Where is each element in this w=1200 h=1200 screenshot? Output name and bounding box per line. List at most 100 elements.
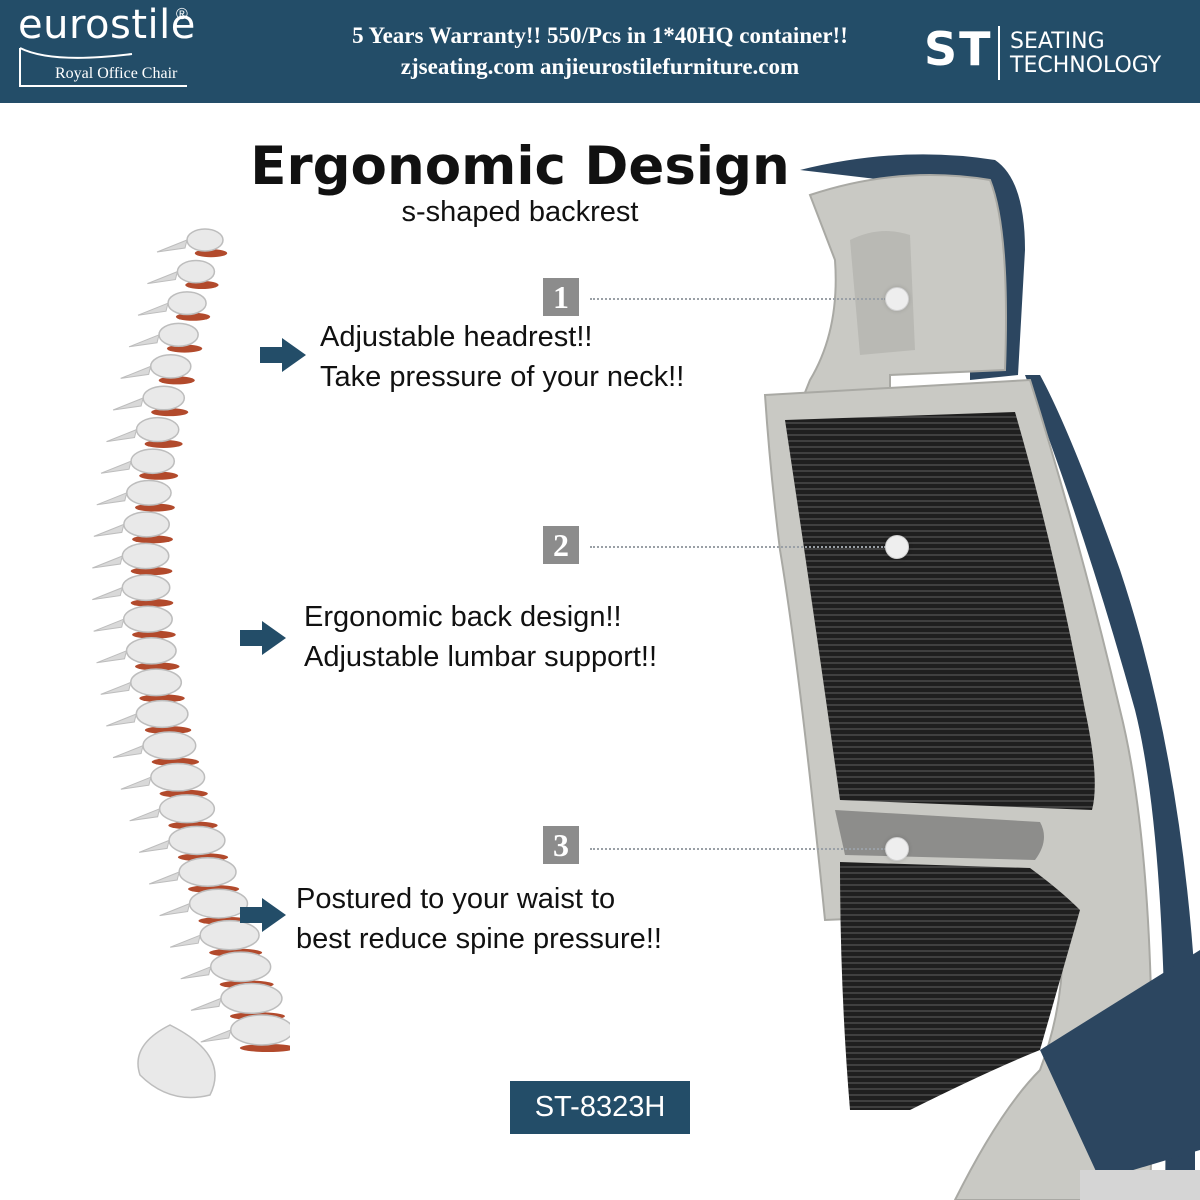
model-badge: ST-8323H [510, 1081, 690, 1134]
spine-process [149, 871, 180, 885]
spine-process [106, 428, 138, 443]
feature-2: Ergonomic back design!! Adjustable lumba… [304, 597, 657, 677]
spine-process [100, 460, 132, 474]
spine-vertebra [158, 794, 216, 824]
page-subtitle: s-shaped backrest [401, 196, 639, 228]
feature-3: Postured to your waist to best reduce sp… [296, 879, 662, 959]
spine-process [200, 1029, 232, 1043]
header-bar: eurostile ® Royal Office Chair 5 Years W… [0, 0, 1200, 103]
spine-illustration [92, 228, 290, 1099]
st-line-1: SEATING [1010, 29, 1105, 54]
feature-2-line-1: Ergonomic back design!! [304, 601, 622, 633]
st-line-2: TECHNOLOGY [1010, 53, 1162, 78]
feature-1-line-1: Adjustable headrest!! [320, 321, 593, 353]
spine-process [137, 302, 169, 316]
spine-vertebra [142, 731, 197, 760]
spine-process [138, 839, 170, 853]
spine-disc [135, 662, 180, 671]
spine-vertebra [176, 259, 216, 284]
feature-3-line-1: Postured to your waist to [296, 883, 616, 915]
spine-vertebra [122, 605, 173, 633]
spine-vertebra [168, 825, 226, 856]
spine-process [190, 997, 222, 1011]
st-divider [998, 26, 1000, 80]
spine-sacrum [137, 1024, 216, 1099]
feature-3-line-2: best reduce spine pressure!! [296, 923, 662, 955]
headrest-bracket [850, 231, 915, 355]
spine-vertebra [123, 511, 170, 538]
spine-disc [130, 598, 174, 607]
spine-process [106, 713, 138, 727]
brand-subtitle: Royal Office Chair [55, 65, 178, 82]
marker-number-1: 1 [543, 278, 579, 316]
marker-dot-icon [885, 287, 909, 311]
spine-process [112, 397, 144, 411]
spine-vertebra [121, 574, 171, 602]
spine-vertebra [142, 385, 186, 411]
spine-process [100, 681, 132, 695]
chair-base [1080, 1170, 1200, 1200]
spine-vertebra [209, 951, 272, 983]
feature-2-line-2: Adjustable lumbar support!! [304, 641, 658, 673]
spine-process [147, 270, 179, 285]
marker-dot-icon [885, 837, 909, 861]
spine-process [92, 555, 124, 569]
spine-process [96, 649, 128, 664]
spine-disc [144, 726, 192, 735]
marker-dot-icon [885, 535, 909, 559]
spine-disc [132, 630, 176, 639]
spine-process [128, 333, 160, 348]
registered-mark: ® [176, 6, 188, 23]
spine-vertebra [130, 668, 183, 697]
spine-vertebra [158, 322, 199, 348]
spine-process [96, 491, 128, 506]
right-arrow-icon [240, 898, 286, 932]
feature-1-line-2: Take pressure of your neck!! [320, 361, 685, 393]
spine-vertebra [121, 542, 170, 570]
brand-logo: eurostile [18, 2, 196, 48]
page-title: Ergonomic Design [250, 136, 790, 197]
mesh-back-lower [840, 862, 1080, 1110]
spine-process [159, 902, 191, 917]
spine-vertebra [126, 479, 172, 506]
spine-process [120, 776, 152, 790]
promo-line-2: zjseating.com anjieurostilefurniture.com [400, 54, 800, 79]
spine-process [120, 365, 152, 379]
promo-line-1: 5 Years Warranty!! 550/Pcs in 1*40HQ con… [352, 23, 848, 48]
spine-vertebra [186, 228, 224, 252]
marker-leader-2 [590, 546, 886, 548]
spine-process [93, 523, 125, 537]
spine-process [170, 934, 201, 948]
marker-number-3: 3 [543, 826, 579, 864]
spine-disc [239, 1044, 290, 1052]
st-wordmark: SEATING TECHNOLOGY [1010, 30, 1161, 78]
spine-vertebra [167, 291, 207, 316]
spine-vertebra [230, 1014, 290, 1046]
spine-process [129, 807, 161, 822]
spine-vertebra [130, 448, 176, 475]
spine-vertebra [125, 636, 177, 665]
spine-process [156, 239, 188, 253]
logo-swoosh-icon [19, 47, 187, 87]
spine-process [112, 744, 144, 759]
seat-cushion [1040, 950, 1200, 1180]
spine-vertebra [135, 416, 180, 443]
spine-vertebra [150, 762, 206, 792]
right-arrow-icon [260, 338, 306, 372]
feature-1: Adjustable headrest!! Take pressure of y… [320, 317, 684, 397]
chair-illustration [763, 154, 1200, 1200]
spine-process [180, 965, 212, 980]
spine-process [93, 618, 125, 632]
mesh-back-upper [785, 412, 1095, 810]
st-logo: ST [924, 22, 993, 76]
marker-leader-3 [590, 848, 886, 850]
marker-leader-1 [590, 298, 886, 300]
spine-vertebra [149, 354, 192, 379]
spine-vertebra [220, 982, 283, 1014]
spine-disc [139, 694, 185, 703]
right-arrow-icon [240, 621, 286, 655]
spine-process [92, 586, 124, 601]
spine-vertebra [178, 857, 237, 887]
marker-number-2: 2 [543, 526, 579, 564]
promo-text: 5 Years Warranty!! 550/Pcs in 1*40HQ con… [260, 20, 940, 82]
